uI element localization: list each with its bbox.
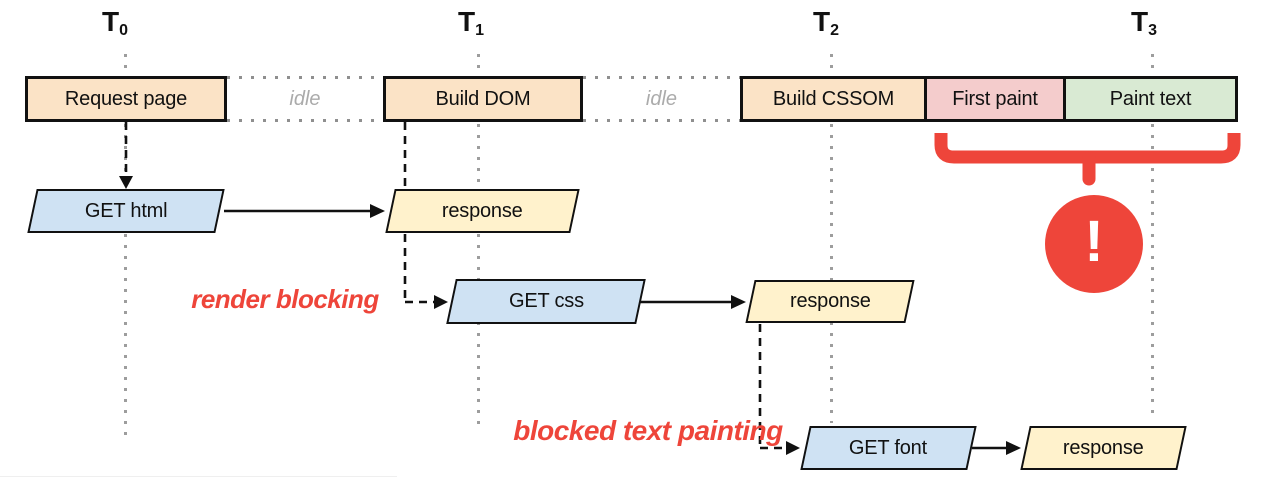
segment-label: Build CSSOM	[772, 87, 895, 110]
request-label: GET font	[849, 436, 928, 459]
idle-label: idle	[289, 87, 321, 110]
guide-dotted-t3	[1151, 124, 1154, 420]
annotation-blocked-text-painting: blocked text painting	[513, 415, 783, 446]
arrowhead-right-getcss	[434, 295, 448, 309]
segment-idle-1: idle	[227, 76, 383, 122]
timeline-marker-t2: T 2	[804, 8, 848, 39]
segment-label: Paint text	[1109, 87, 1192, 110]
idle-dotted-rail	[227, 76, 383, 79]
shape-response-css: response	[745, 280, 915, 323]
request-label: GET html	[84, 199, 168, 222]
marker-subscript: 3	[1148, 22, 1157, 39]
exclamation-mark: !	[1084, 209, 1104, 274]
warning-circle-icon: !	[1045, 195, 1143, 293]
segment-label: Request page	[64, 87, 188, 110]
guide-dotted-t0	[124, 124, 127, 437]
guide-dotted-t3-stub	[1151, 54, 1154, 74]
segment-build-dom: Build DOM	[383, 76, 583, 122]
marker-subscript: 2	[830, 22, 839, 39]
marker-subscript: 0	[119, 22, 128, 39]
response-label: response	[442, 199, 523, 222]
guide-dotted-t2	[830, 124, 833, 423]
timeline-marker-t3: T 3	[1122, 8, 1166, 39]
dashed-connector-cssresponse-to-getfont	[758, 324, 786, 450]
arrowhead-right-getfont	[786, 441, 800, 455]
request-label: GET css	[508, 290, 584, 312]
guide-dotted-t2-stub	[830, 54, 833, 74]
segment-build-cssom: Build CSSOM	[740, 76, 927, 122]
guide-dotted-t1-stub	[477, 54, 480, 74]
response-label: response	[1063, 436, 1144, 459]
segment-label: Build DOM	[435, 87, 531, 110]
marker-label: T	[812, 6, 831, 37]
shape-get-css: GET css	[446, 279, 646, 324]
marker-label: T	[1130, 6, 1149, 37]
idle-dotted-rail	[583, 76, 740, 79]
segment-paint-text: Paint text	[1063, 76, 1238, 122]
shape-response-html: response	[385, 189, 580, 233]
shape-response-font: response	[1020, 426, 1187, 470]
guide-dotted-t0-stub	[124, 54, 127, 74]
segment-label: First paint	[952, 87, 1038, 110]
segment-idle-2: idle	[583, 76, 740, 122]
marker-label: T	[101, 6, 120, 37]
idle-dotted-rail	[583, 119, 740, 122]
faint-edge-artifact	[0, 476, 397, 477]
segment-first-paint: First paint	[924, 76, 1066, 122]
segment-request-page: Request page	[25, 76, 227, 122]
annotation-render-blocking: render blocking	[191, 284, 379, 314]
idle-label: idle	[645, 87, 678, 110]
response-label: response	[789, 290, 871, 312]
shape-get-html: GET html	[27, 189, 225, 233]
idle-dotted-rail	[227, 119, 383, 122]
arrowhead-down-gethtml	[119, 176, 133, 189]
guide-dotted-t1	[477, 124, 480, 432]
timeline-marker-t1: T 1	[449, 8, 493, 39]
timeline-marker-t0: T 0	[93, 8, 137, 39]
marker-label: T	[457, 6, 476, 37]
marker-subscript: 1	[475, 22, 484, 39]
